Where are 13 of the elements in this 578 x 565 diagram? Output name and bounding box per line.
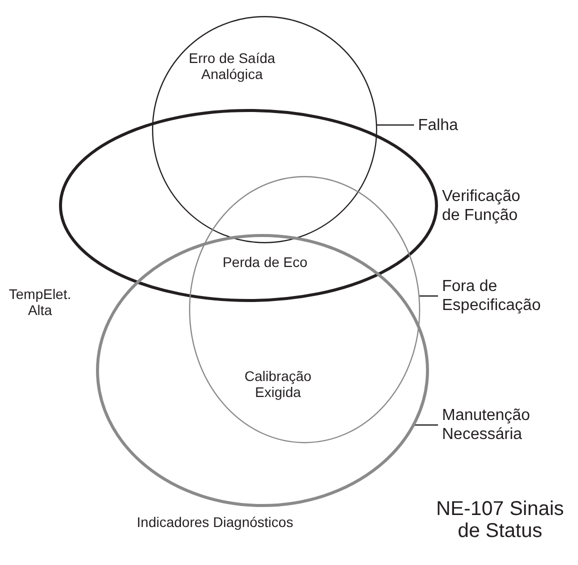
region-label: Erro de Saída Analógica [188, 50, 276, 82]
status-label: Falha [418, 116, 460, 134]
status-label: Verificação de Função [442, 187, 522, 225]
status-label: Fora de Especificação [442, 277, 542, 315]
status-label: Manutenção Necessária [442, 406, 532, 444]
title-text: NE-107 Sinais de Status [435, 498, 565, 542]
leader-line [419, 295, 438, 297]
region-label: Calibração Exigida [244, 368, 312, 400]
caption-text: Indicadores Diagnósticos [136, 514, 294, 530]
region-label: TempElet. Alta [8, 286, 72, 318]
leader-line [412, 424, 438, 426]
leader-line [376, 124, 414, 126]
region-label: Perda de Eco [222, 254, 308, 270]
